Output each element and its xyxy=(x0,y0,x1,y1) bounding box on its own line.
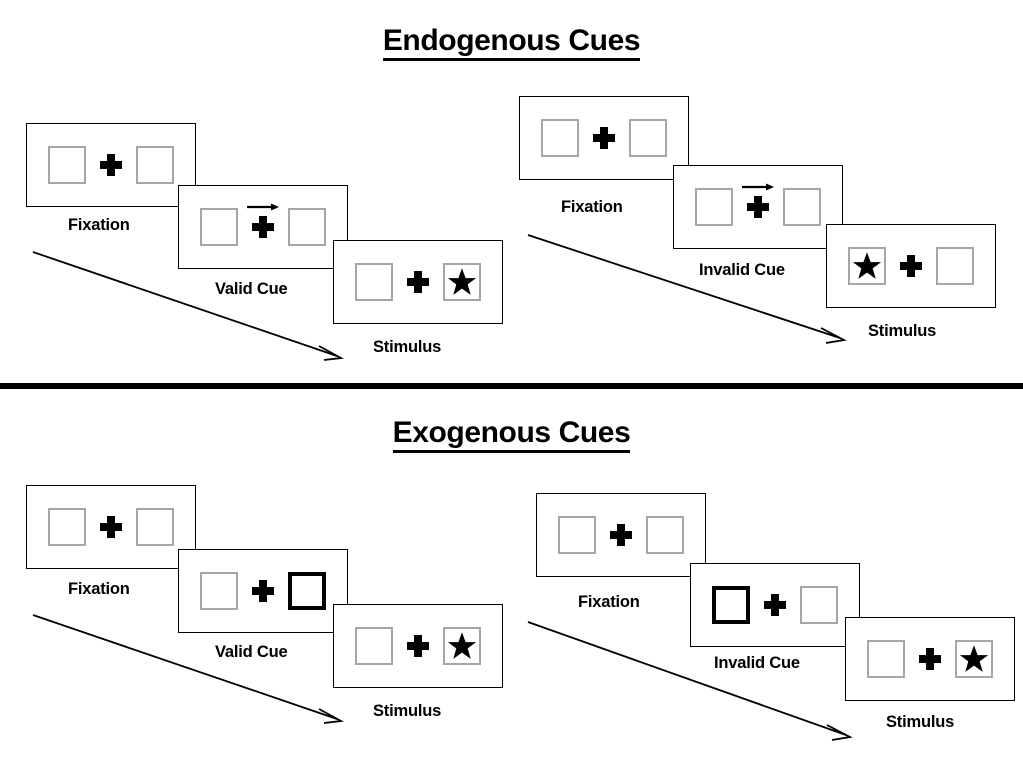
fixation-cross-icon xyxy=(100,516,122,538)
section-title-exogenous: Exogenous Cues xyxy=(0,416,1023,453)
fixation-cross-icon xyxy=(100,154,122,176)
stim-box-right-cued xyxy=(288,572,326,610)
stim-box-right xyxy=(629,119,667,157)
section-title-endogenous-text: Endogenous Cues xyxy=(382,24,641,61)
section-divider xyxy=(0,383,1023,389)
stage-label-exo-invalid-cue: Invalid Cue xyxy=(714,654,800,672)
stage-label-exo-valid-stimulus: Stimulus xyxy=(373,702,442,720)
fixation-cross-icon xyxy=(252,580,274,602)
fixation-cross-icon xyxy=(252,216,274,238)
stim-box-right xyxy=(936,247,974,285)
stage-label-exo-valid-fixation: Fixation xyxy=(68,580,130,598)
stim-box-left xyxy=(48,146,86,184)
stim-box-right xyxy=(136,508,174,546)
card-endogenous-valid-fixation xyxy=(26,123,196,207)
fixation-cross-icon xyxy=(407,635,429,657)
card-inner xyxy=(867,640,993,678)
stim-box-right xyxy=(800,586,838,624)
fixation-cross-icon xyxy=(407,271,429,293)
section-title-exogenous-text: Exogenous Cues xyxy=(392,416,631,453)
stage-label-endo-invalid-stimulus: Stimulus xyxy=(868,322,937,340)
stage-label-endo-valid-cue: Valid Cue xyxy=(215,280,288,298)
stim-box-right xyxy=(136,146,174,184)
card-exogenous-invalid-stimulus xyxy=(845,617,1015,701)
stage-label-exo-valid-cue: Valid Cue xyxy=(215,643,288,661)
card-inner xyxy=(712,586,838,624)
stage-label-endo-invalid-cue: Invalid Cue xyxy=(699,261,785,279)
card-endogenous-valid-stimulus xyxy=(333,240,503,324)
card-inner xyxy=(695,188,821,226)
card-inner xyxy=(848,247,974,285)
stim-box-left xyxy=(695,188,733,226)
card-endogenous-invalid-stimulus xyxy=(826,224,996,308)
cue-arrow-right-icon xyxy=(246,203,280,214)
cue-arrow-right-icon xyxy=(741,183,775,194)
stim-box-left xyxy=(867,640,905,678)
stim-box-left xyxy=(200,208,238,246)
card-inner xyxy=(355,263,481,301)
card-endogenous-invalid-cue xyxy=(673,165,843,249)
stim-box-left xyxy=(200,572,238,610)
star-icon xyxy=(447,631,477,661)
card-inner xyxy=(48,146,174,184)
card-exogenous-valid-fixation xyxy=(26,485,196,569)
stim-box-right xyxy=(443,627,481,665)
card-exogenous-valid-stimulus xyxy=(333,604,503,688)
fixation-cross-icon xyxy=(900,255,922,277)
stim-box-right xyxy=(288,208,326,246)
card-inner xyxy=(541,119,667,157)
stim-box-left xyxy=(355,263,393,301)
stim-box-left xyxy=(848,247,886,285)
stage-label-exo-invalid-fixation: Fixation xyxy=(578,593,640,611)
stim-box-right xyxy=(443,263,481,301)
section-title-endogenous: Endogenous Cues xyxy=(0,24,1023,61)
fixation-cross-icon xyxy=(764,594,786,616)
card-exogenous-invalid-fixation xyxy=(536,493,706,577)
star-icon xyxy=(447,267,477,297)
stim-box-left xyxy=(48,508,86,546)
card-exogenous-valid-cue xyxy=(178,549,348,633)
fixation-cross-icon xyxy=(919,648,941,670)
stim-box-left-cued xyxy=(712,586,750,624)
card-exogenous-invalid-cue xyxy=(690,563,860,647)
stim-box-right xyxy=(783,188,821,226)
card-inner xyxy=(355,627,481,665)
stim-box-left xyxy=(355,627,393,665)
stage-label-exo-invalid-stimulus: Stimulus xyxy=(886,713,955,731)
card-inner xyxy=(200,208,326,246)
fixation-cross-icon xyxy=(593,127,615,149)
star-icon xyxy=(852,251,882,281)
card-endogenous-valid-cue xyxy=(178,185,348,269)
card-endogenous-invalid-fixation xyxy=(519,96,689,180)
stim-box-left xyxy=(558,516,596,554)
fixation-cross-icon xyxy=(610,524,632,546)
stim-box-right xyxy=(646,516,684,554)
fixation-cross-icon xyxy=(747,196,769,218)
stage-label-endo-valid-fixation: Fixation xyxy=(68,216,130,234)
stim-box-right xyxy=(955,640,993,678)
stage-label-endo-invalid-fixation: Fixation xyxy=(561,198,623,216)
card-inner xyxy=(200,572,326,610)
stim-box-left xyxy=(541,119,579,157)
card-inner xyxy=(48,508,174,546)
card-inner xyxy=(558,516,684,554)
star-icon xyxy=(959,644,989,674)
stage-label-endo-valid-stimulus: Stimulus xyxy=(373,338,442,356)
